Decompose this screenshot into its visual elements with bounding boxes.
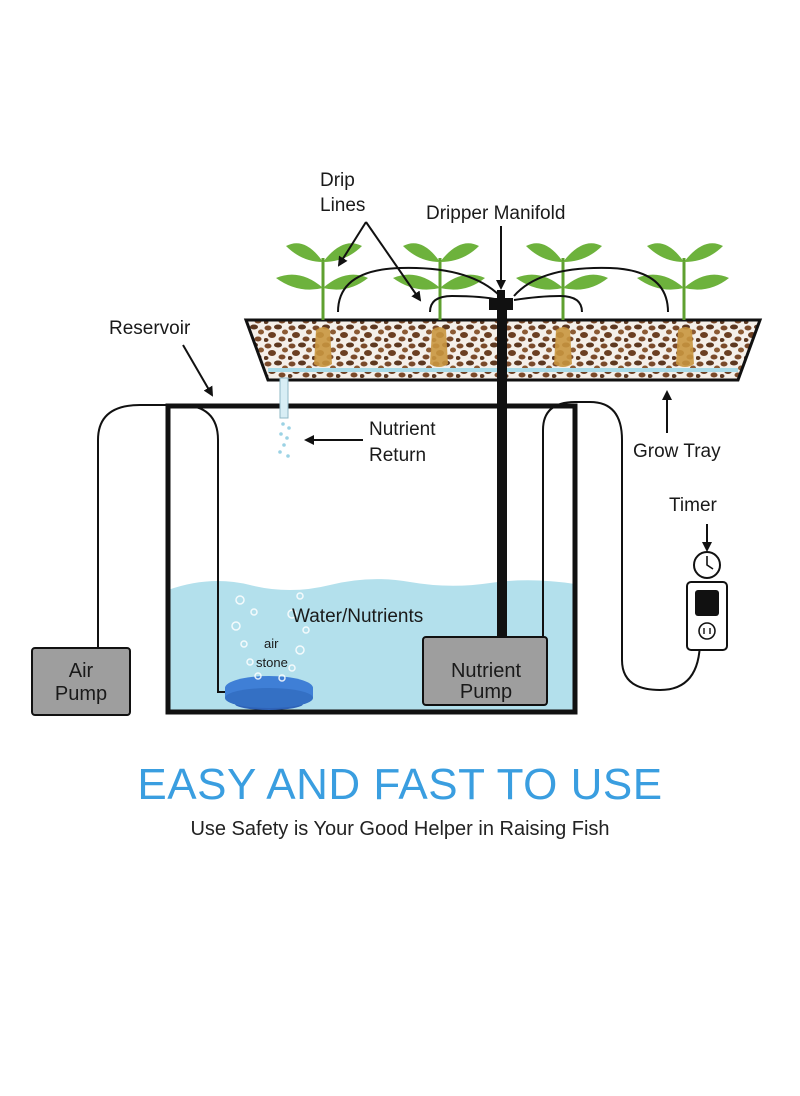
supply-pipe — [497, 308, 507, 638]
reservoir-tank — [165, 403, 578, 715]
air-pump — [31, 647, 131, 716]
nutrient-return-label: Return — [369, 445, 426, 466]
air-line — [97, 404, 236, 693]
air-stone-label: air — [264, 636, 279, 651]
nutrient-return-label: Nutrient — [369, 419, 436, 440]
grow-tray-label: Grow Tray — [633, 441, 721, 462]
plant-seedling — [516, 243, 608, 320]
air-stone-label: stone — [256, 655, 288, 670]
dripper-manifold — [489, 290, 513, 310]
return-drips — [278, 422, 291, 458]
drip-lines — [337, 266, 669, 313]
reservoir-label: Reservoir — [109, 318, 191, 339]
drip-lines-label: Drip — [320, 170, 355, 191]
nutrient-pump-label: Pump — [460, 681, 512, 703]
water-nutrients-label: Water/Nutrients — [292, 606, 423, 627]
headline: EASY AND FAST TO USE — [137, 760, 663, 809]
air-stone — [225, 676, 313, 710]
plant-seedling — [276, 243, 368, 320]
callout-arrows — [182, 221, 712, 552]
subheadline: Use Safety is Your Good Helper in Raisin… — [190, 818, 610, 840]
timer-label: Timer — [669, 495, 718, 516]
return-pipe — [279, 377, 289, 419]
plant-seedling — [637, 243, 729, 320]
plant-roots — [314, 327, 694, 367]
nutrient-pump-label: Nutrient — [451, 660, 521, 682]
timer-cord — [542, 401, 701, 692]
nutrient-pump — [422, 636, 548, 706]
air-bubbles — [231, 592, 310, 682]
plant-seedling — [393, 243, 485, 320]
air-pump-label: Air — [69, 660, 94, 682]
dripper-manifold-label: Dripper Manifold — [426, 203, 565, 224]
air-pump-label: Pump — [55, 683, 107, 705]
timer-device — [686, 551, 728, 651]
drip-lines-label: Lines — [320, 195, 365, 216]
